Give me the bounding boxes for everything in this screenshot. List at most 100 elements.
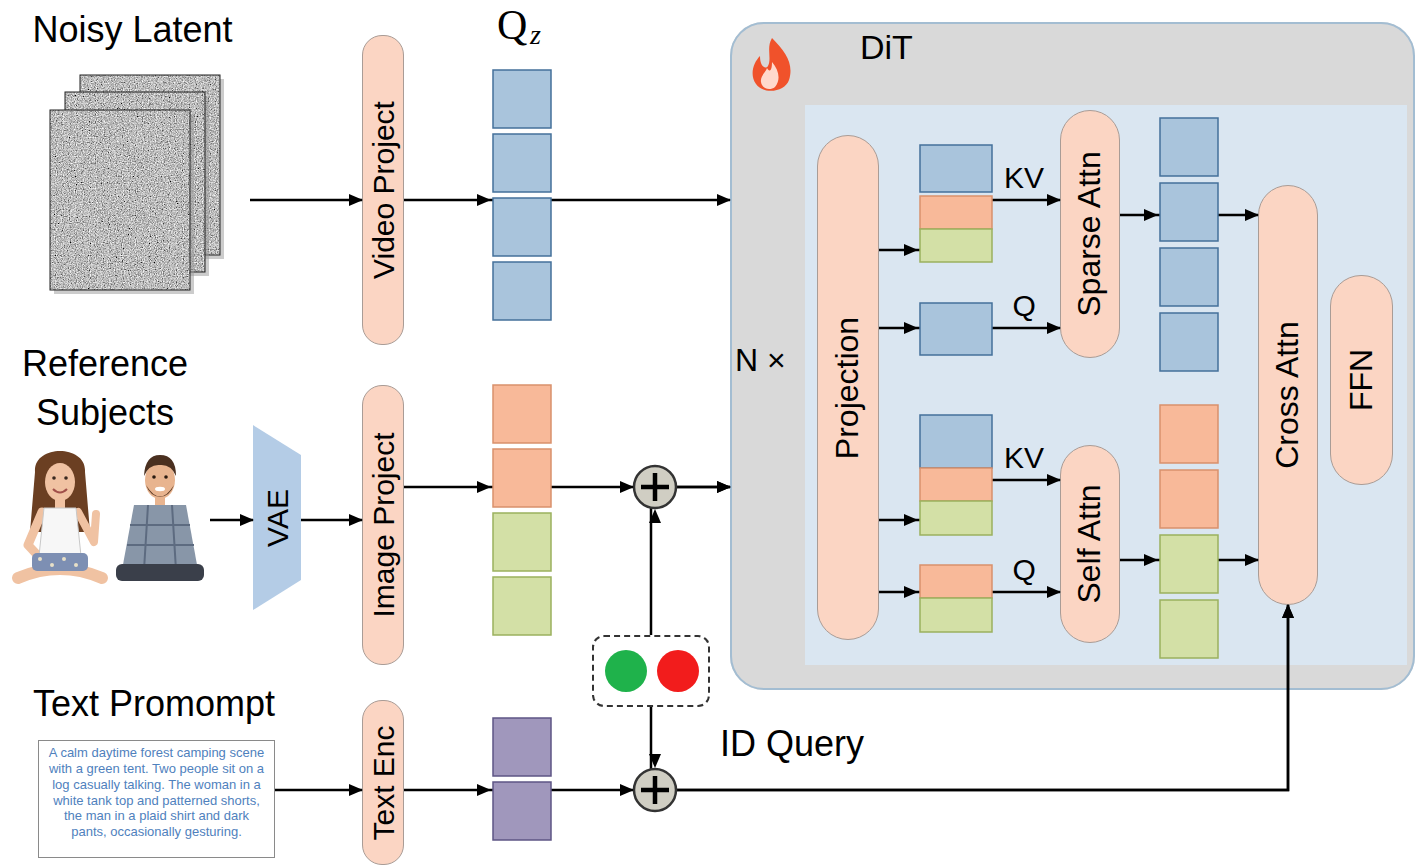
input-heading: Reference Subjects <box>0 340 210 437</box>
layer-box: Projection <box>817 135 879 640</box>
layer-box: FFN <box>1330 275 1393 485</box>
noise-frames <box>65 92 205 272</box>
arrowhead <box>620 784 634 796</box>
prompt-text: A calm daytime forest camping scene with… <box>39 741 274 844</box>
plus-symbol <box>634 466 676 508</box>
box-label: Video Project <box>367 101 400 279</box>
query-label: ID Query <box>720 723 864 764</box>
arrowhead <box>1144 554 1158 566</box>
woman-photo <box>39 508 81 556</box>
attn-output-tokens <box>1160 600 1218 658</box>
video-tokens <box>493 70 551 320</box>
woman-photo <box>74 563 78 567</box>
arrowhead <box>904 586 918 598</box>
arrow-connector <box>879 327 1060 330</box>
attn-input-tokens <box>920 565 992 598</box>
attn-input-tokens <box>920 145 992 632</box>
woman-photo <box>62 557 66 561</box>
woman-photo <box>28 512 42 560</box>
arrow-connector <box>210 519 253 522</box>
attn-output-tokens <box>1160 535 1218 593</box>
block-panel <box>805 105 1407 665</box>
image-tokens <box>493 449 551 507</box>
text-tokens <box>493 782 551 840</box>
box-label: VAE <box>261 489 294 547</box>
id-query-circles <box>657 650 699 692</box>
attn-output-tokens <box>1160 470 1218 528</box>
arrowhead <box>477 481 491 493</box>
arrow-connector <box>250 199 362 202</box>
arrowhead <box>649 509 661 523</box>
arrow-connector <box>404 199 730 202</box>
arrow-connector <box>1120 559 1258 562</box>
box-label: Text Enc <box>367 725 400 840</box>
encoder-trapezoid: VAE <box>253 425 301 610</box>
woman-photo <box>32 553 88 571</box>
text-tokens <box>493 718 551 776</box>
woman-photo <box>78 512 96 542</box>
box-label: Image Project <box>367 432 400 617</box>
attn-output-tokens <box>1160 118 1218 176</box>
image-tokens <box>493 385 551 635</box>
attn-input-tokens <box>920 468 992 501</box>
edge-label: Q <box>1011 553 1038 586</box>
attn-input-tokens <box>920 598 992 632</box>
token-subscript: z <box>530 20 541 51</box>
input-heading: Text Promompt <box>33 683 275 724</box>
arrowhead <box>904 514 918 526</box>
input-block: Noisy Latent <box>15 8 250 298</box>
arrowhead <box>477 194 1158 796</box>
arrow-connector <box>404 486 730 489</box>
flame-icon <box>753 38 791 91</box>
block-title: DiT <box>860 28 913 67</box>
arrow-connector <box>404 605 1288 790</box>
box-label: Cross Attn <box>1270 321 1305 469</box>
attn-input-tokens <box>920 415 992 468</box>
arrowhead <box>904 244 918 256</box>
flame-icon <box>753 38 791 91</box>
woman-photo <box>30 451 90 532</box>
id-query-circles <box>605 650 699 692</box>
video-tokens <box>493 262 551 320</box>
plus-symbol <box>634 769 676 811</box>
woman-photo <box>50 563 54 567</box>
attn-input-tokens <box>920 229 992 262</box>
man-photo <box>127 505 194 570</box>
image-tokens <box>493 385 551 443</box>
man-photo <box>122 505 198 570</box>
noise-frames <box>65 92 205 272</box>
woman-photo <box>18 451 102 578</box>
woman-photo <box>18 569 102 578</box>
attn-input-tokens <box>920 303 992 355</box>
arrow-connector <box>879 480 1060 520</box>
plus-symbol <box>634 466 676 508</box>
arrowhead <box>904 322 918 334</box>
attn-input-tokens <box>920 196 992 229</box>
noise-frames <box>50 75 224 294</box>
plus-symbol <box>634 769 676 811</box>
woman-photo <box>55 496 65 510</box>
noise-frames <box>69 96 209 276</box>
noise-frames <box>54 114 194 294</box>
encoder-box: Text Enc <box>362 700 404 865</box>
plus-symbol <box>641 473 669 501</box>
attn-output-tokens <box>1160 118 1218 658</box>
noise-frames <box>84 79 224 259</box>
man-photo <box>116 564 204 581</box>
woman-photo <box>53 489 67 493</box>
woman-photo <box>38 557 42 561</box>
box-label: Projection <box>830 316 865 458</box>
projection-box: Video Project <box>362 35 404 345</box>
man-photo <box>164 475 168 479</box>
arrowhead <box>620 481 634 493</box>
image-tokens <box>493 513 551 571</box>
input-heading: Noisy Latent <box>15 8 250 51</box>
woman-photo <box>45 463 75 501</box>
edge-label: KV <box>1002 161 1046 194</box>
edge-label: Q <box>1011 289 1038 322</box>
arrow-connector <box>879 200 1060 250</box>
input-block: Reference Subjects <box>0 340 210 585</box>
